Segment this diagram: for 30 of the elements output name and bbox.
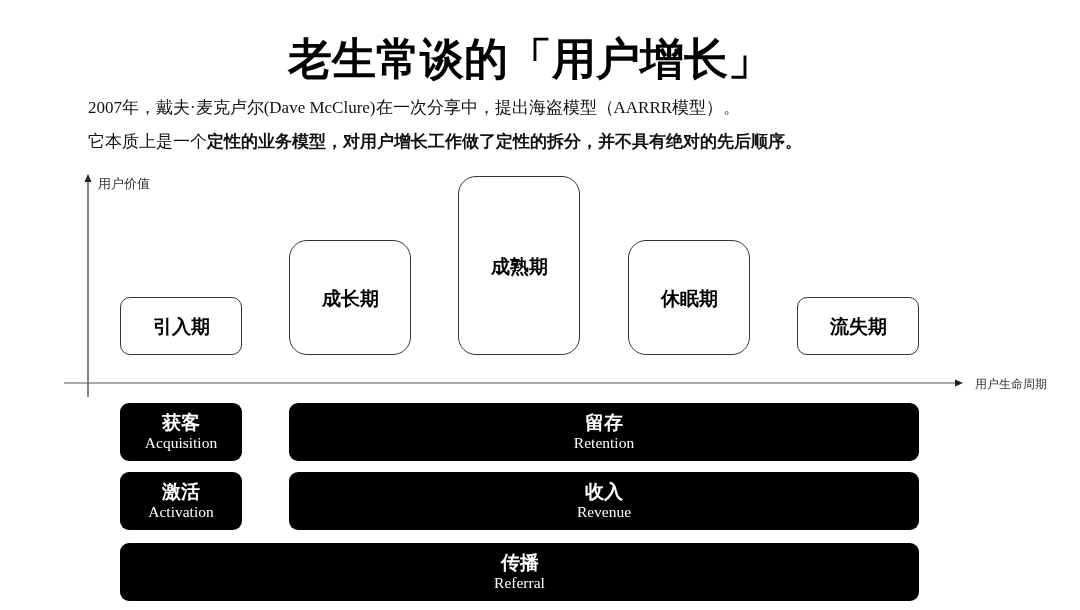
phase-english-name: Referral [494,573,545,593]
phase-bar [289,472,919,530]
phase-bar [120,403,242,461]
phase-bar [120,472,242,530]
stage-box [289,240,411,355]
phase-name: 留存 [585,411,623,433]
intro-text: 它本质上是一个定性的业务模型，对用户增长工作做了定性的拆分，并不具有绝对的先后顺序。 [88,131,802,153]
phase-bar [120,543,919,601]
stage-box [120,297,242,355]
phase-name: 传播 [500,551,539,573]
stage-box [628,240,750,355]
phase-bar [289,403,919,461]
phase-english-name: Acquisition [144,433,218,453]
phase-name: 激活 [162,480,200,502]
stage-name: 休眠期 [660,285,718,310]
phase-english-name: Activation [148,502,214,522]
stage-name: 流失期 [829,314,887,338]
title: 老生常谈的「用户增长」 [288,34,772,86]
stage-box [797,297,919,355]
stage-name: 成熟期 [490,253,548,278]
phase-english-name: Retention [573,433,635,453]
phase-name: 获客 [162,411,200,433]
stage-box [458,176,580,355]
axis-label: 用户价值 [98,175,150,192]
phase-name: 收入 [585,480,623,502]
phase-english-name: Revenue [576,502,632,522]
stage-name: 引入期 [152,314,210,338]
intro-text: 2007年，戴夫·麦克卢尔(Dave McClure)在一次分享中，提出海盗模型（AARRR模型）。 [88,97,741,119]
stage-name: 成长期 [321,285,379,310]
axis-label: 用户生命周期 [975,376,1047,392]
